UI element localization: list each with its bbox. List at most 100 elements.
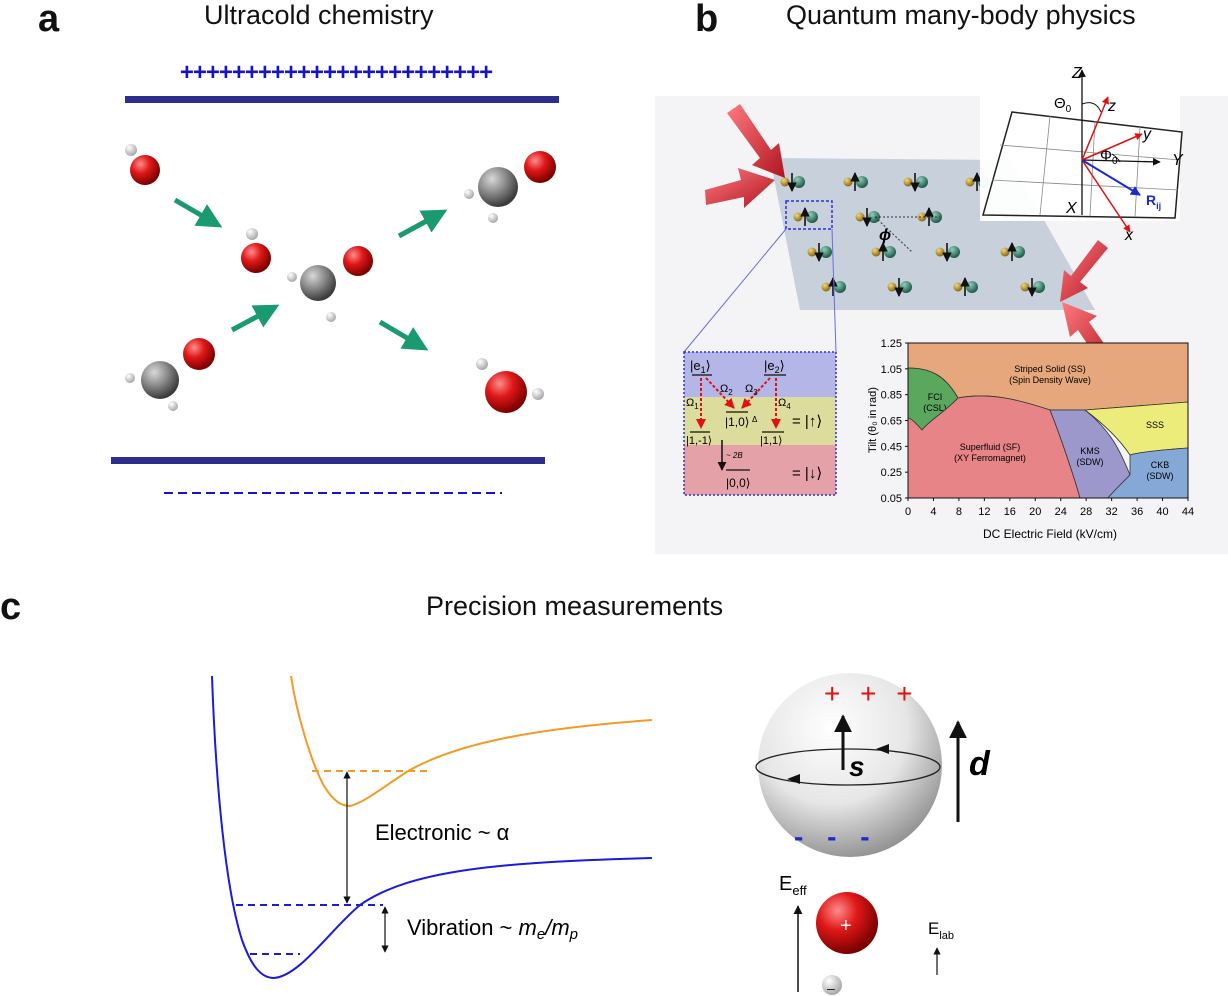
lattice-molecule xyxy=(793,207,818,226)
phase-ytick-label: 1.05 xyxy=(881,364,902,376)
svg-text:|1,0⟩: |1,0⟩ xyxy=(725,415,749,429)
lattice-molecule xyxy=(855,208,880,227)
phase-region-label: KMS xyxy=(1080,446,1100,456)
positive-charges: + + + xyxy=(824,678,919,709)
phase-ylabel: Tilt (θ₀ in rad) xyxy=(867,387,879,453)
top-electrode-plate xyxy=(125,96,559,103)
svg-text:y: y xyxy=(1142,126,1152,143)
svg-text:|e1⟩: |e1⟩ xyxy=(690,358,711,375)
phase-xtick-label: 16 xyxy=(1004,506,1016,518)
phase-region-label: Superfluid (SF) xyxy=(960,442,1021,452)
svg-text:= |↑⟩: = |↑⟩ xyxy=(792,413,822,430)
svg-text:Ω3: Ω3 xyxy=(745,383,758,397)
lattice-molecule xyxy=(953,277,978,296)
svg-text:|1,1⟩: |1,1⟩ xyxy=(760,435,782,447)
formaldehyde-molecule-bottom-left xyxy=(125,338,215,411)
phase-region-sublabel: (XY Ferromagnet) xyxy=(954,453,1026,463)
panel-a-diagram: ++++++++++++++++++++++++ xyxy=(111,59,559,494)
formaldehyde-molecule-top-right xyxy=(464,151,556,223)
reaction-arrow xyxy=(397,209,448,239)
lattice-molecule xyxy=(887,278,912,297)
phase-xtick-label: 0 xyxy=(905,506,911,518)
phase-region-label: FCI xyxy=(928,392,943,402)
svg-text:~ 2B: ~ 2B xyxy=(726,451,743,460)
electron-sphere xyxy=(758,673,942,857)
lattice-molecule xyxy=(935,243,960,262)
laser-beam-right xyxy=(1060,240,1108,302)
electronic-label: Electronic ~ α xyxy=(375,820,510,845)
water-molecule-bottom-right xyxy=(476,358,544,413)
lattice-molecules xyxy=(780,172,1045,297)
excited-state-curve xyxy=(290,675,653,808)
lattice-molecule xyxy=(871,242,896,261)
highlighted-molecule-box xyxy=(785,200,833,230)
coordinate-axes-inset: Z z y Y X x Θ0 Φ0 Rij xyxy=(980,65,1184,244)
reaction-arrow xyxy=(378,319,429,351)
reaction-arrow xyxy=(230,304,280,333)
svg-text:|1,-1⟩: |1,-1⟩ xyxy=(686,435,712,447)
hydrogen-minus-label: – xyxy=(827,980,835,996)
lab-field-label: Elab xyxy=(928,919,954,942)
ring-arrowhead xyxy=(876,744,889,754)
oxygen-plus-label: + xyxy=(840,915,852,937)
phase-diagram: Striped Solid (SS)(Spin Density Wave)FCI… xyxy=(867,338,1194,541)
zoom-line-right xyxy=(831,228,837,353)
phase-ytick-label: 0.05 xyxy=(881,493,902,505)
panel-a-letter: a xyxy=(38,0,60,40)
bottom-electrode-plate xyxy=(111,457,545,464)
svg-text:z: z xyxy=(1107,98,1116,115)
ground-state-curve xyxy=(211,675,653,980)
phase-xtick-label: 32 xyxy=(1106,506,1118,518)
svg-text:Θ0: Θ0 xyxy=(1054,95,1072,115)
phase-xtick-label: 40 xyxy=(1156,506,1168,518)
vibration-label: Vibration ~ me/mp xyxy=(407,915,578,943)
phase-xtick-label: 20 xyxy=(1029,506,1041,518)
phase-xtick-label: 12 xyxy=(978,506,990,518)
effective-field-label: Eeff xyxy=(779,873,807,898)
phase-xtick-label: 36 xyxy=(1131,506,1143,518)
phase-ytick-label: 0.85 xyxy=(881,390,902,402)
oxygen-atom xyxy=(816,892,878,954)
panel-b-diagram: ϕ xyxy=(655,65,1228,554)
phase-xtick-label: 8 xyxy=(956,506,962,518)
panel-c-title: Precision measurements xyxy=(426,591,724,621)
panel-c-diagram: Electronic ~ α Vibration ~ me/mp + + + -… xyxy=(211,673,991,996)
phase-xtick-label: 44 xyxy=(1182,506,1194,518)
svg-text:Z: Z xyxy=(1071,65,1083,82)
hydrogen-atom xyxy=(822,975,842,995)
potential-curves: Electronic ~ α Vibration ~ me/mp xyxy=(211,675,653,980)
electron-edm-sphere: + + + - - - s d xyxy=(755,673,991,857)
dipole-label: d xyxy=(969,745,991,783)
ring-arrowhead xyxy=(787,774,800,784)
phase-ytick-label: 0.25 xyxy=(881,467,902,479)
lattice-molecule xyxy=(807,243,832,262)
lattice-molecule xyxy=(843,172,868,191)
svg-text:x: x xyxy=(1124,227,1134,244)
lattice-molecule xyxy=(780,173,805,192)
lattice-molecule xyxy=(821,277,846,296)
svg-text:= |↓⟩: = |↓⟩ xyxy=(792,465,822,482)
phase-region-sublabel: (SDW) xyxy=(1147,471,1174,481)
panel-b-title: Quantum many-body physics xyxy=(786,0,1136,30)
phase-xtick-label: 24 xyxy=(1055,506,1067,518)
phase-ytick-label: 1.25 xyxy=(881,338,902,350)
svg-text:X: X xyxy=(1065,200,1078,217)
lattice-molecule xyxy=(903,173,928,192)
svg-text:Y: Y xyxy=(1172,152,1184,169)
zoom-line-left xyxy=(683,228,787,353)
phase-regions: Striped Solid (SS)(Spin Density Wave)FCI… xyxy=(907,342,1189,499)
phase-xlabel: DC Electric Field (kV/cm) xyxy=(983,527,1117,541)
lattice-molecule xyxy=(1020,278,1045,297)
phase-ytick-label: 0.65 xyxy=(881,416,902,428)
svg-text:Ω4: Ω4 xyxy=(778,397,791,411)
negative-charges: - - - xyxy=(794,821,878,852)
svg-text:Ω2: Ω2 xyxy=(720,383,733,397)
svg-text:Ω1: Ω1 xyxy=(686,397,699,411)
spin-label: s xyxy=(849,751,865,782)
svg-text:Rij: Rij xyxy=(1146,192,1161,211)
phase-region-sublabel: (CSL) xyxy=(923,403,947,413)
panel-c-letter: c xyxy=(0,586,22,628)
lattice-phi-label: ϕ xyxy=(879,227,891,244)
hydroxyl-molecule-top-left xyxy=(125,144,160,185)
